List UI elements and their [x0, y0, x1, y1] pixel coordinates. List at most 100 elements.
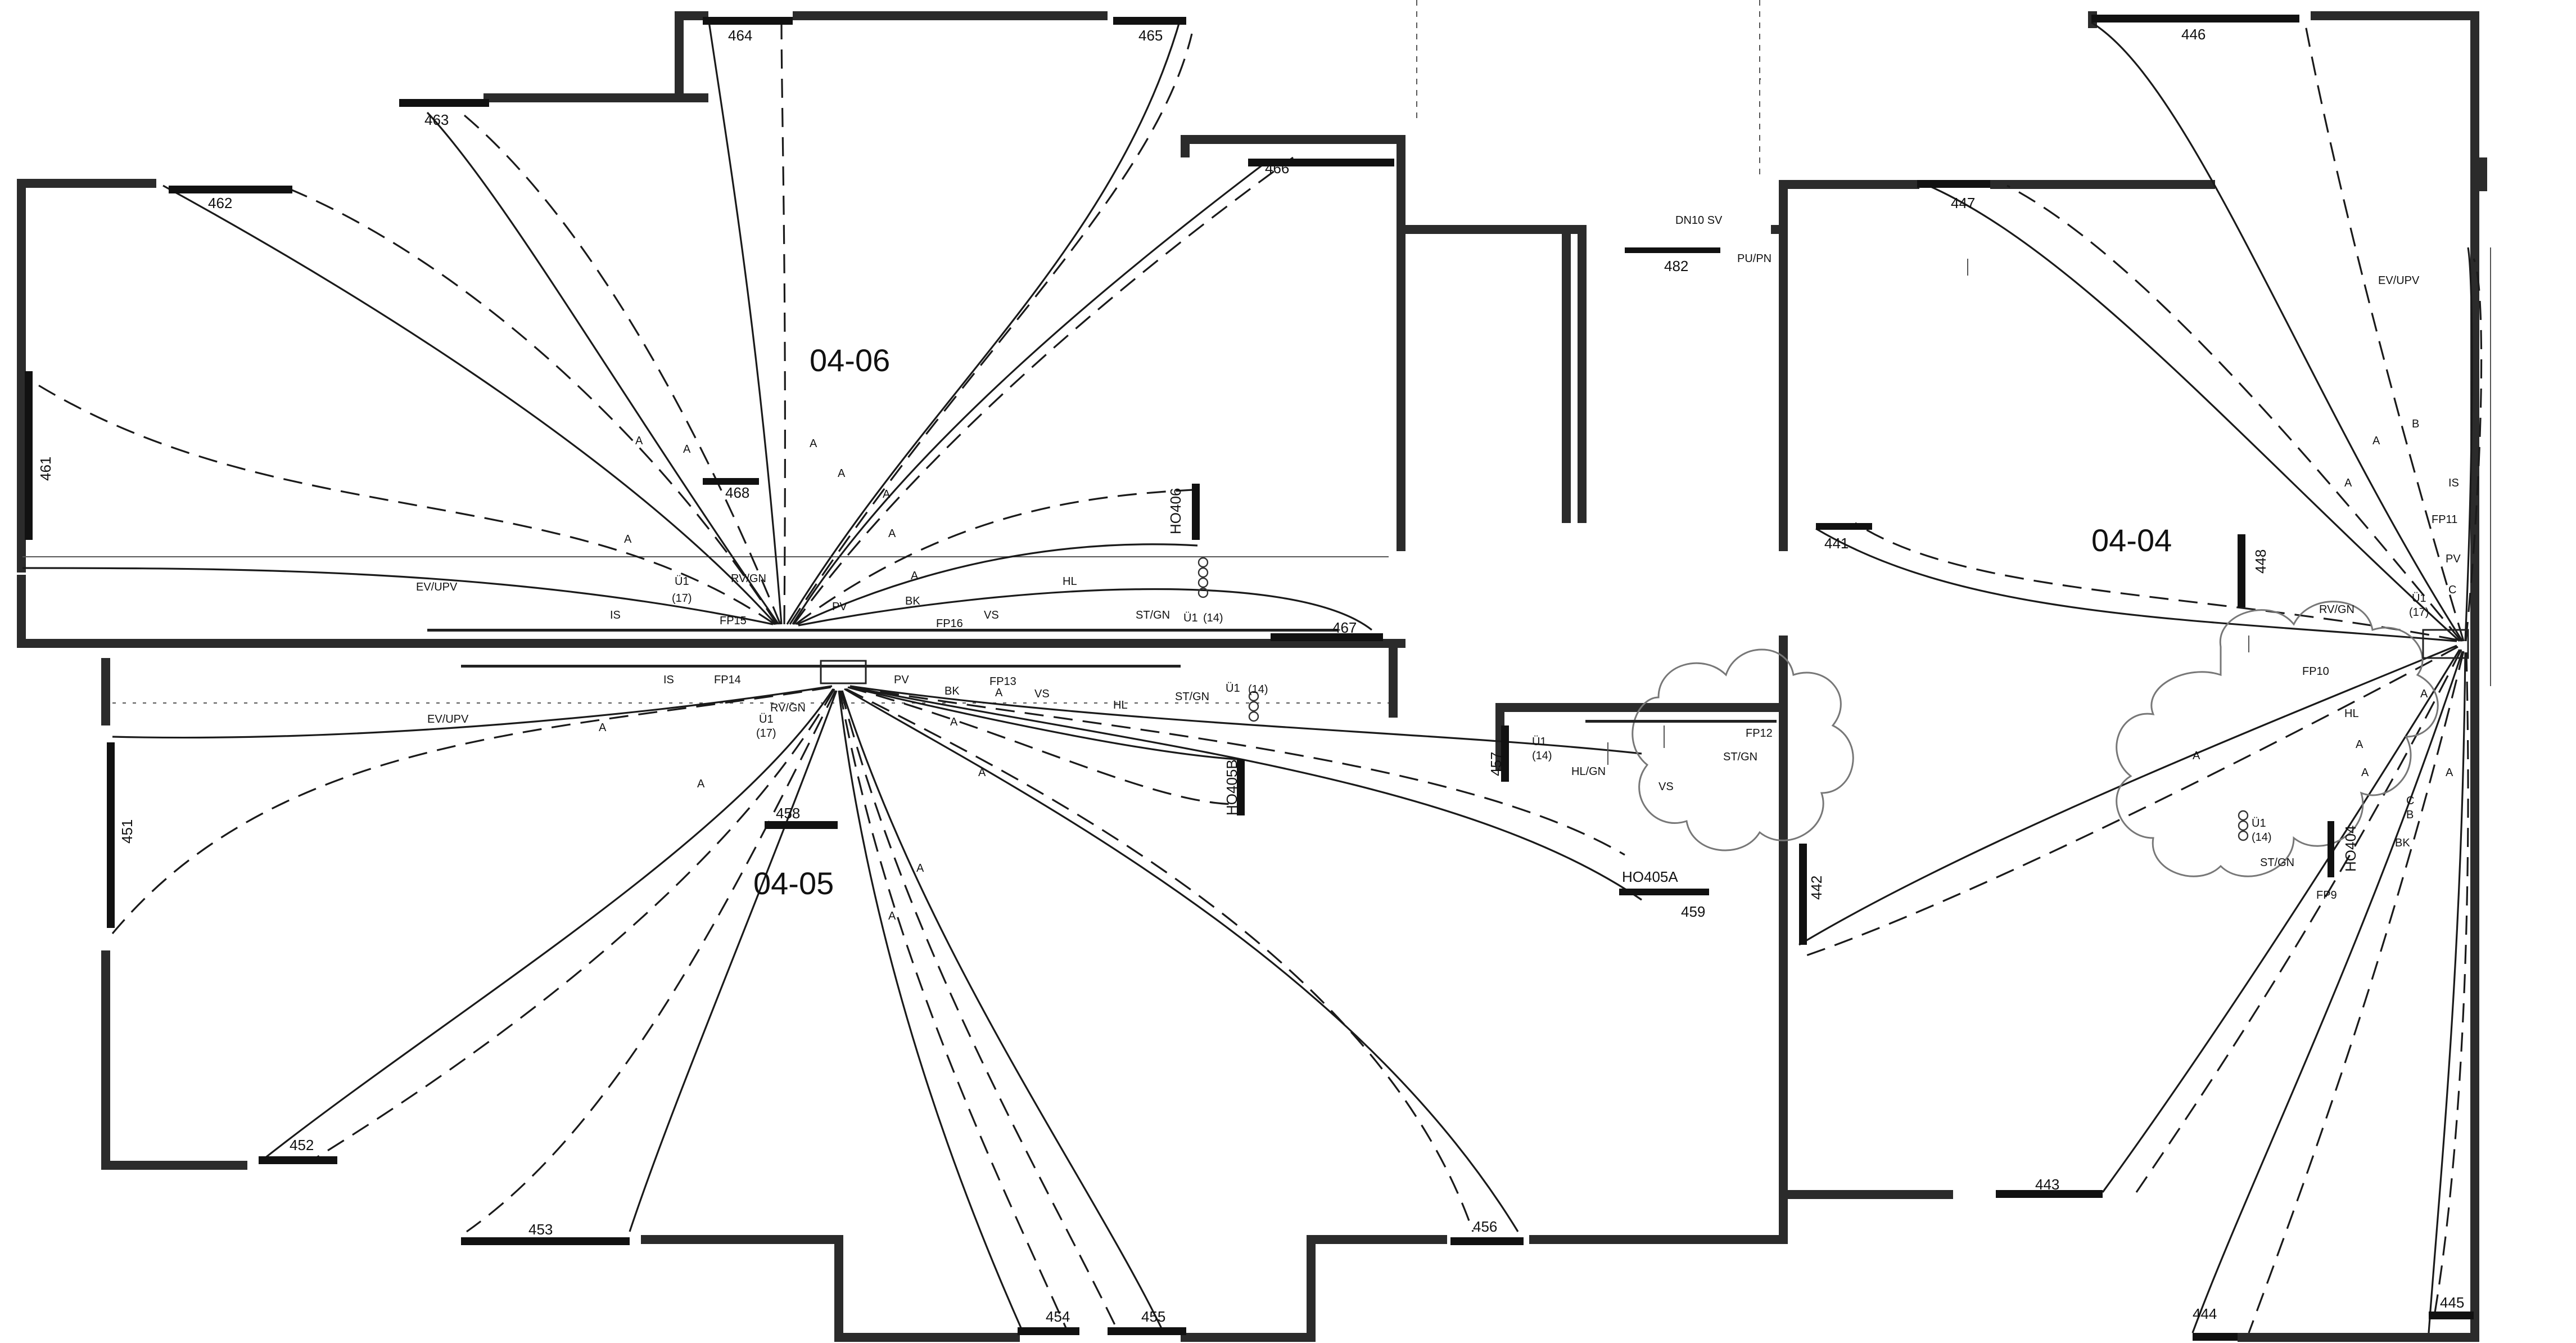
tag-hl-2: HL [1113, 699, 1128, 711]
tag-n14-4: (14) [2252, 831, 2272, 844]
tag-bk-1: BK [905, 595, 920, 607]
tag-fp14: FP14 [714, 674, 741, 686]
tag-b-1: B [2412, 418, 2419, 430]
tag-fp16: FP16 [936, 618, 963, 630]
tag-fp10: FP10 [2302, 665, 2329, 678]
panel-labels: 462 463 464 465 466 468 461 HO406 467 48… [37, 26, 2464, 1325]
distribution-bars [427, 629, 2469, 723]
tag-vs-1: VS [984, 609, 999, 621]
tag-a-11: A [916, 862, 924, 875]
tag-is-1: IS [610, 609, 621, 621]
tag-a-9: A [599, 722, 607, 734]
tag-a-16: A [2356, 738, 2363, 751]
tag-fp15: FP15 [720, 615, 747, 627]
tag-a-12: A [888, 910, 896, 922]
system-tags: EV/UPV IS Ü1 (17) FP15 RV/GN PV BK FP16 … [416, 274, 2461, 922]
tag-a-14: A [995, 687, 1003, 699]
panel-label-452: 452 [290, 1137, 314, 1153]
tag-a-1: A [635, 435, 643, 447]
panel-label-444: 444 [2193, 1305, 2217, 1322]
panel-label-442: 442 [1808, 876, 1825, 900]
tag-fp13: FP13 [989, 675, 1016, 688]
tag-u1-1: Ü1 [675, 575, 689, 588]
panel-label-457: 457 [1488, 752, 1504, 776]
tag-evupv-1: EV/UPV [416, 581, 458, 593]
tag-a-2: A [810, 438, 817, 450]
tag-fp11: FP11 [2432, 513, 2457, 526]
panels [25, 15, 2474, 1341]
panel-label-461: 461 [37, 457, 54, 481]
panel-label-459: 459 [1681, 903, 1705, 920]
revision-clouds [1632, 601, 2439, 877]
tag-is-2: IS [663, 674, 674, 686]
panel-label-466: 466 [1265, 160, 1289, 177]
tag-n17-2: (17) [756, 727, 776, 740]
panel-label-467: 467 [1332, 619, 1357, 636]
tag-evupv-3: EV/UPV [2378, 274, 2420, 287]
tag-bk-3: BK [2395, 837, 2410, 849]
panel-label-447: 447 [1951, 195, 1975, 211]
tag-pv-3: PV [2446, 553, 2461, 565]
tag-n14-2: (14) [1248, 683, 1268, 696]
tag-a-15: A [950, 716, 958, 728]
room-labels: 04-06 04-05 04-04 [753, 342, 2172, 901]
panel-label-ho405b: HO405B [1223, 759, 1240, 815]
tag-pv-1: PV [832, 601, 847, 613]
panel-label-454: 454 [1046, 1308, 1070, 1325]
background-grid [22, 0, 1760, 704]
panel-label-445: 445 [2440, 1294, 2464, 1311]
tag-is-3: IS [2448, 477, 2459, 489]
tag-u1-6: Ü1 [2412, 592, 2426, 605]
tag-pv-2: PV [894, 674, 909, 686]
tag-n17-1: (17) [672, 592, 692, 605]
tag-a-20: A [2361, 767, 2369, 779]
tag-fp9: FP9 [2316, 889, 2337, 902]
tag-u1-3: Ü1 [759, 713, 774, 725]
tag-u1-7: Ü1 [2252, 817, 2266, 830]
panel-label-ho406: HO406 [1167, 488, 1184, 534]
walls [17, 11, 2487, 1342]
tag-n17-3: (17) [2409, 606, 2429, 619]
tag-rvgn-2: RV/GN [770, 702, 806, 714]
panel-label-465: 465 [1138, 27, 1163, 44]
tag-a-17: A [2344, 477, 2352, 489]
label-dn10-sv: DN10 SV [1675, 214, 1723, 227]
panel-label-482: 482 [1664, 258, 1688, 274]
panel-label-443: 443 [2035, 1176, 2059, 1193]
tag-hl-1: HL [1063, 575, 1077, 588]
tag-a-13: A [978, 767, 986, 779]
tag-hl-3: HL [2344, 707, 2359, 720]
tag-fp12: FP12 [1746, 727, 1773, 740]
tag-vs-2: VS [1034, 688, 1050, 700]
leader-marks [1607, 247, 2491, 765]
label-pu-pn: PU/PN [1737, 253, 1771, 265]
wiring-04-06 [22, 17, 1372, 631]
panel-label-468: 468 [725, 484, 749, 501]
panel-label-456: 456 [1473, 1218, 1497, 1235]
tag-a-21: A [2446, 767, 2453, 779]
panel-label-455: 455 [1141, 1308, 1165, 1325]
room-label-04-06: 04-06 [810, 342, 890, 378]
tag-a-10: A [697, 778, 705, 790]
tag-n14-1: (14) [1203, 612, 1223, 624]
tag-u1-4: Ü1 [1226, 682, 1240, 695]
tag-u1-2: Ü1 [1183, 612, 1198, 624]
panel-label-458: 458 [776, 805, 800, 822]
wiring-04-05 [111, 685, 1642, 1333]
tag-bk-2: BK [944, 685, 960, 697]
tag-stgn-1: ST/GN [1136, 609, 1170, 621]
wiring-04-04 [1798, 21, 2483, 1333]
tag-a-8: A [911, 570, 919, 582]
panel-label-441: 441 [1824, 535, 1849, 552]
tag-a-19: A [2193, 750, 2200, 762]
panel-label-464: 464 [728, 27, 752, 44]
tag-stgn-4: ST/GN [2260, 857, 2294, 869]
tag-rvgn-3: RV/GN [2319, 603, 2354, 616]
room-label-04-05: 04-05 [753, 866, 834, 901]
tag-evupv-2: EV/UPV [427, 713, 469, 725]
panel-label-448: 448 [2252, 549, 2269, 574]
tag-b-2: B [2406, 809, 2414, 821]
tag-c-2: C [2406, 795, 2414, 807]
tag-a-7: A [683, 443, 691, 456]
coils [1197, 557, 2249, 841]
